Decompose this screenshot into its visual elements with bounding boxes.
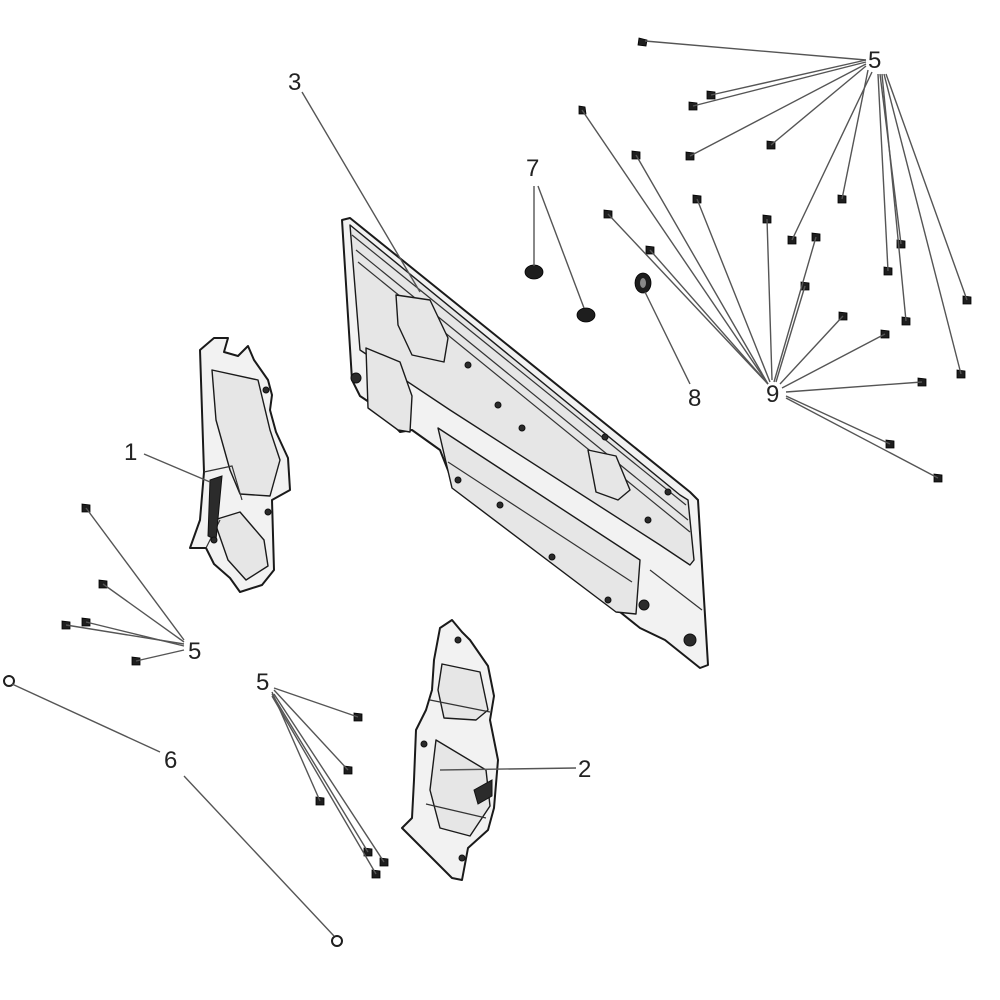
rear-panel-part-3 (341, 217, 709, 669)
callout-3: 3 (288, 69, 301, 96)
right-trim-part-2 (401, 619, 499, 881)
callout-7: 7 (526, 155, 539, 182)
clip-icon (576, 307, 596, 323)
grommet-icon (634, 272, 652, 294)
clip-icon (524, 264, 544, 280)
callout-8: 8 (688, 385, 701, 412)
callout-9: 9 (766, 381, 779, 408)
ring-icon (331, 935, 343, 947)
callout-6: 6 (164, 747, 177, 774)
callout-5-left: 5 (188, 638, 201, 665)
callout-2: 2 (578, 756, 591, 783)
callout-5-lower-center: 5 (256, 669, 269, 696)
left-trim-part-1 (189, 337, 291, 593)
callout-5-upper-right: 5 (868, 47, 881, 74)
callout-1: 1 (124, 439, 137, 466)
leader-lines (11, 40, 968, 937)
fastener-icon (637, 37, 648, 47)
ring-icon (3, 675, 15, 687)
callout-labels: 1 2 3 5 5 5 6 7 8 9 (124, 47, 881, 783)
